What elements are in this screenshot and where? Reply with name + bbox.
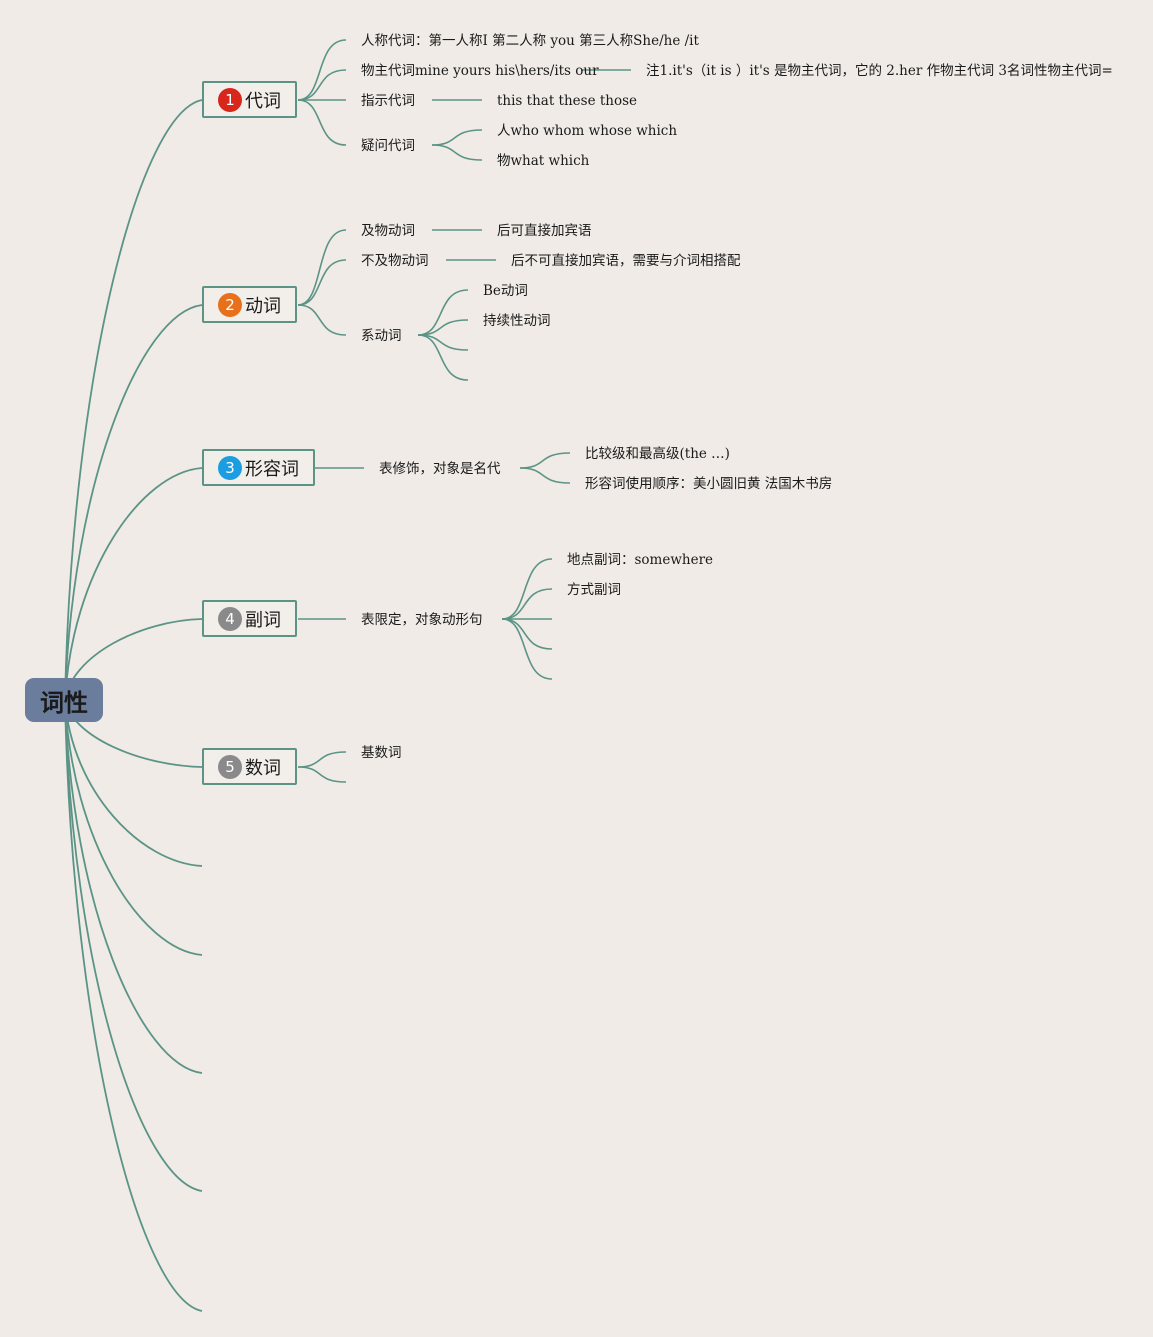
linking-to-be [417,289,469,336]
interrogative-thing-node[interactable]: 物what which [497,153,590,169]
numeral-to-cardinal [297,751,347,768]
interrogative-pronoun-node[interactable]: 疑问代词 [361,138,415,154]
adverb-function-to-place [501,558,553,620]
category-verb[interactable]: 2 动词 [202,286,297,323]
personal-pronoun-node[interactable]: 人称代词：第一人称I 第二人称 you 第三人称She/he /it [361,33,699,49]
intransitive-verb-node[interactable]: 不及物动词 [361,253,429,269]
verb-to-transitive [297,229,347,306]
category-numeral[interactable]: 5 数词 [202,748,297,785]
root-branch-pronoun [64,99,203,701]
possessive-note-node[interactable]: 注1.it's（it is ）it's 是物主代词，它的 2.her 作物主代词… [646,63,1113,79]
adverb-function-to-empty-3 [501,618,553,680]
verb-to-linking [297,304,347,336]
number-badge-5: 5 [218,754,242,779]
function-to-comparison [519,452,571,469]
possessive-pronoun-node[interactable]: 物主代词mine yours his\hers/its our [361,63,599,79]
demonstrative-words-node[interactable]: this that these those [497,93,638,109]
linking-to-empty-2 [417,334,469,381]
adverb-function-to-manner [501,588,553,620]
root-branch-empty-1 [64,699,203,867]
pronoun-to-possessive [297,69,347,101]
root-node[interactable]: 词性 [25,678,103,722]
root-branch-verb [64,304,203,701]
category-label: 数词 [245,757,281,779]
root-branch-empty-4 [64,699,203,1192]
comparison-node[interactable]: 比较级和最高级(the …) [585,446,730,462]
cardinal-numeral-node[interactable]: 基数词 [361,745,402,761]
intransitive-note-node[interactable]: 后不可直接加宾语，需要与介词相搭配 [511,253,741,269]
category-adjective[interactable]: 3 形容词 [202,449,315,486]
root-branch-empty-2 [64,699,203,956]
interrogative-to-person [431,129,483,146]
root-branch-empty-3 [64,699,203,1074]
category-label: 副词 [245,609,281,631]
place-adverb-node[interactable]: 地点副词：somewhere [567,552,714,568]
number-badge-2: 2 [218,292,242,317]
category-adverb[interactable]: 4 副词 [202,600,297,637]
category-label: 动词 [245,295,281,317]
be-verb-node[interactable]: Be动词 [483,283,528,299]
function-to-order [519,467,571,484]
root-branch-empty-5 [64,699,203,1312]
number-badge-4: 4 [218,606,242,631]
number-badge-3: 3 [218,455,242,480]
number-badge-1: 1 [218,87,242,112]
linking-verb-node[interactable]: 系动词 [361,328,402,344]
adverb-function-to-empty-2 [501,618,553,650]
adjective-order-node[interactable]: 形容词使用顺序：美小圆旧黄 法国木书房 [585,476,833,492]
adjective-function-node[interactable]: 表修饰，对象是名代 [379,461,501,477]
continuous-verb-node[interactable]: 持续性动词 [483,313,551,329]
verb-to-intransitive [297,259,347,306]
root-branch-adjective [64,467,203,701]
manner-adverb-node[interactable]: 方式副词 [567,582,621,598]
category-label: 形容词 [245,458,299,480]
category-label: 代词 [245,90,281,112]
adverb-function-node[interactable]: 表限定，对象动形句 [361,612,483,628]
numeral-to-empty [297,766,347,783]
pronoun-to-personal [297,39,347,101]
interrogative-person-node[interactable]: 人who whom whose which [497,123,678,139]
interrogative-to-thing [431,144,483,161]
transitive-note-node[interactable]: 后可直接加宾语 [497,223,592,239]
category-pronoun[interactable]: 1 代词 [202,81,297,118]
demonstrative-pronoun-node[interactable]: 指示代词 [361,93,415,109]
pronoun-to-interrogative [297,99,347,146]
transitive-verb-node[interactable]: 及物动词 [361,223,415,239]
